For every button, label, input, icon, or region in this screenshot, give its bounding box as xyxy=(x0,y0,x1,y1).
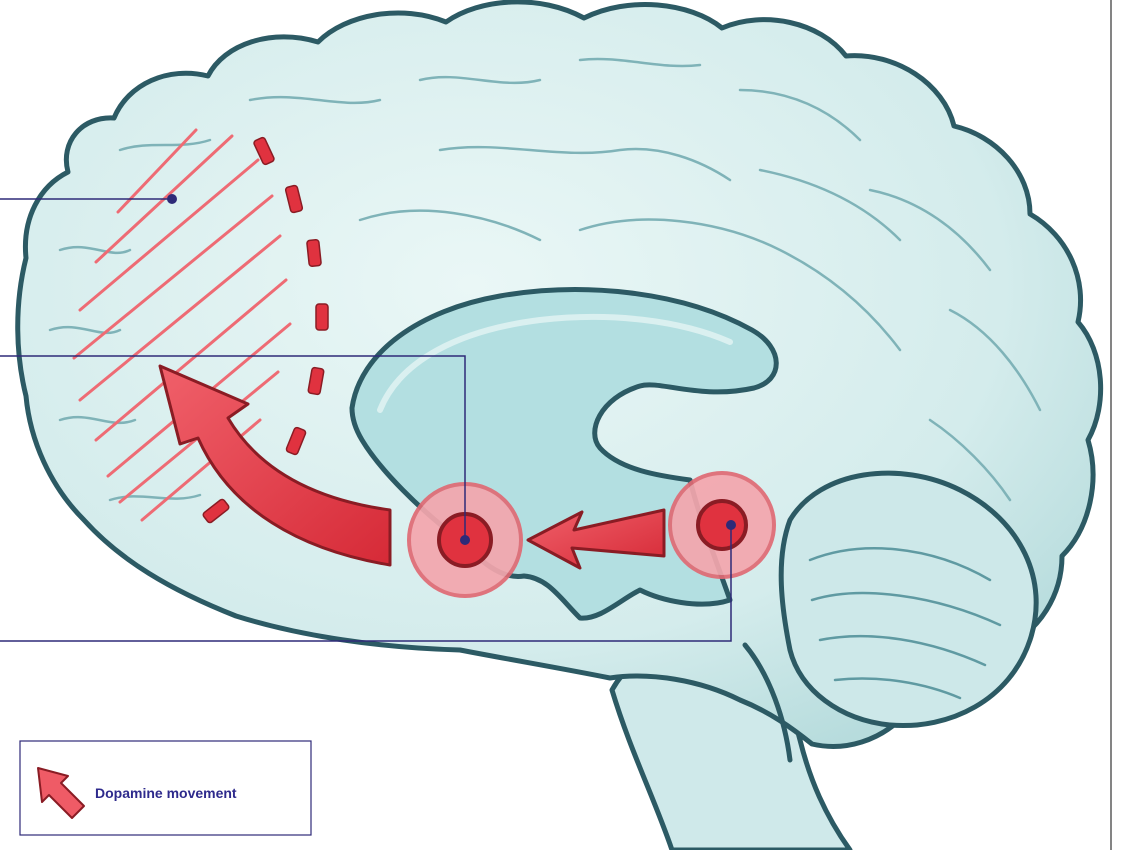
leader-dot-prefrontal xyxy=(167,194,177,204)
legend: Dopamine movement xyxy=(20,741,311,835)
legend-label-dopamine: Dopamine movement xyxy=(95,785,237,801)
nucleus-right xyxy=(670,473,774,577)
leader-dot-left-nucleus xyxy=(460,535,470,545)
leader-dot-right-nucleus xyxy=(726,520,736,530)
